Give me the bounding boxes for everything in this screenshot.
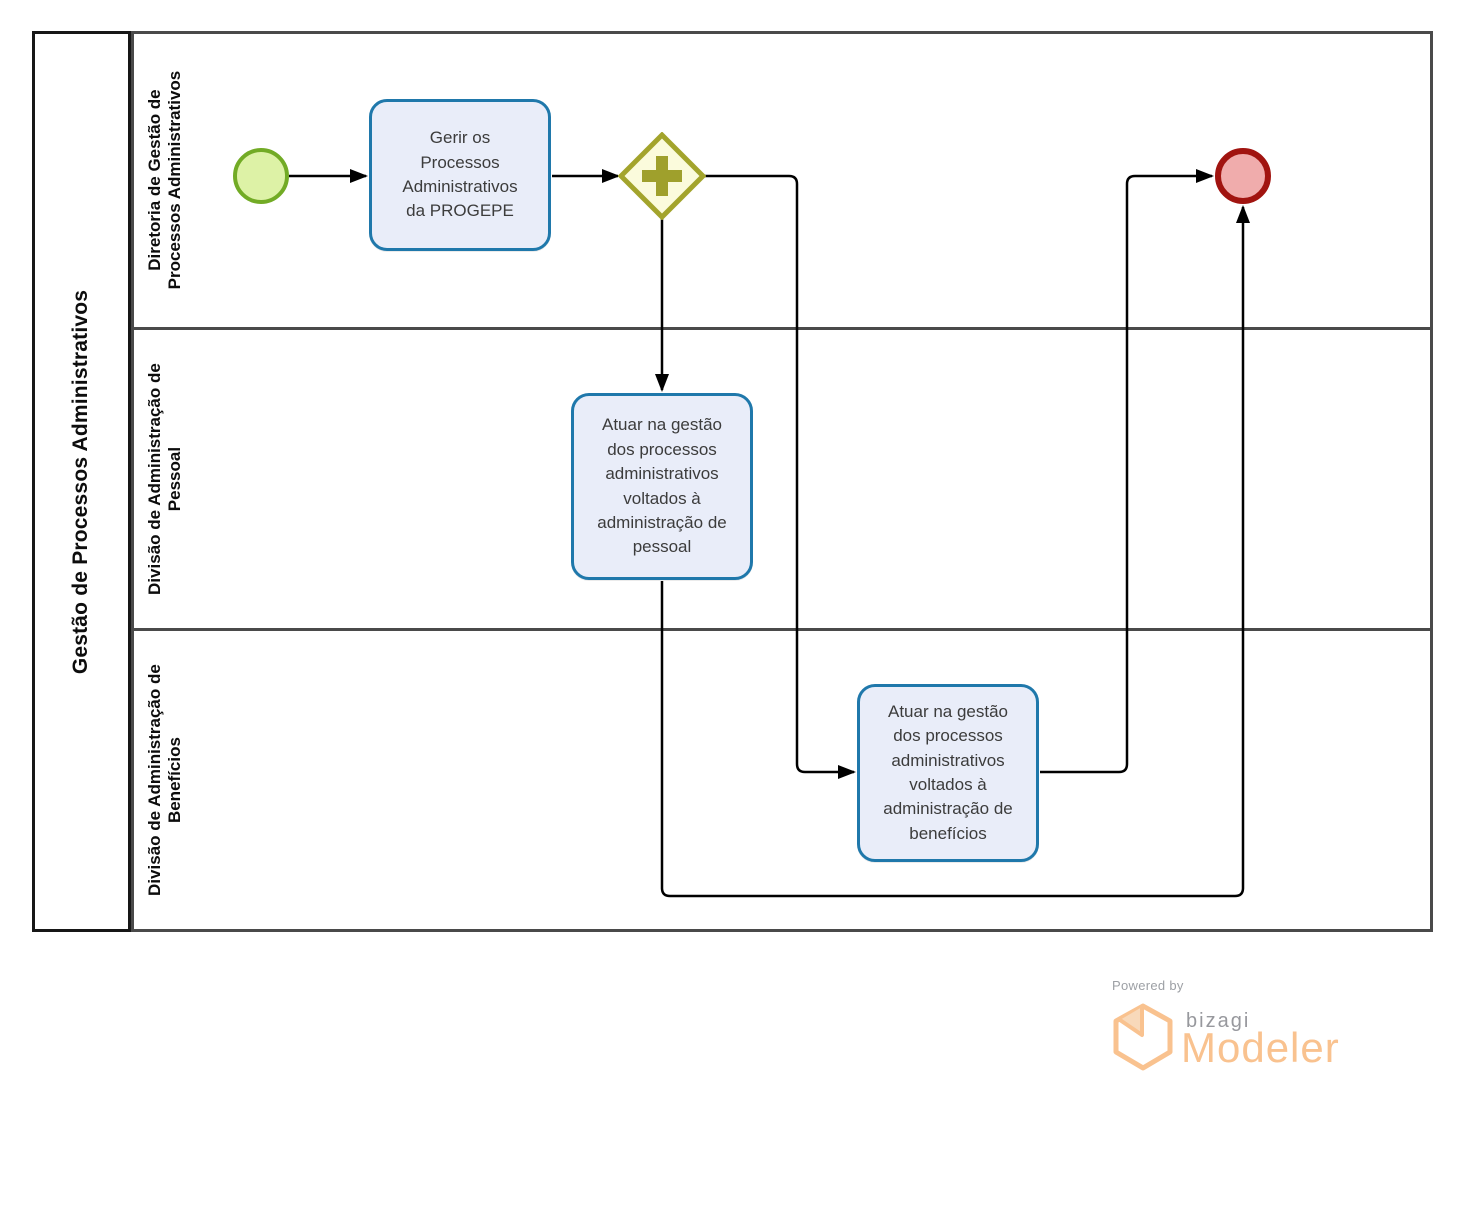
task-atuar-pessoal[interactable]: Atuar na gestão dos processos administra… (571, 393, 753, 580)
start-event[interactable] (233, 148, 289, 204)
plus-icon (642, 156, 682, 196)
lane-pessoal: Divisão de Administração de Pessoal (134, 330, 1430, 631)
task-label: Atuar na gestão dos processos administra… (883, 701, 1013, 843)
task-gerir-processos[interactable]: Gerir os Processos Administrativos da PR… (369, 99, 551, 251)
task-label: Atuar na gestão dos processos administra… (597, 415, 727, 557)
flow-pessoal-to-end (660, 205, 1250, 898)
parallel-gateway-icon (617, 131, 707, 221)
parallel-gateway[interactable] (617, 131, 707, 221)
bizagi-box-icon (1112, 1003, 1174, 1076)
lane-diretoria: Diretoria de Gestão de Processos Adminis… (134, 34, 1430, 330)
pool-title-band: Gestão de Processos Administrativos (32, 31, 131, 932)
flow-gateway-to-beneficios (704, 174, 856, 779)
flow-beneficios-to-end (1040, 169, 1214, 774)
end-event[interactable] (1215, 148, 1271, 204)
modeler-label: Modeler (1181, 1024, 1340, 1071)
task-atuar-beneficios[interactable]: Atuar na gestão dos processos administra… (857, 684, 1039, 862)
powered-by-label: Powered by (1112, 978, 1184, 993)
bizagi-brand-label: bizagi (1186, 1010, 1251, 1032)
task-label: Gerir os Processos Administrativos da PR… (402, 128, 518, 221)
